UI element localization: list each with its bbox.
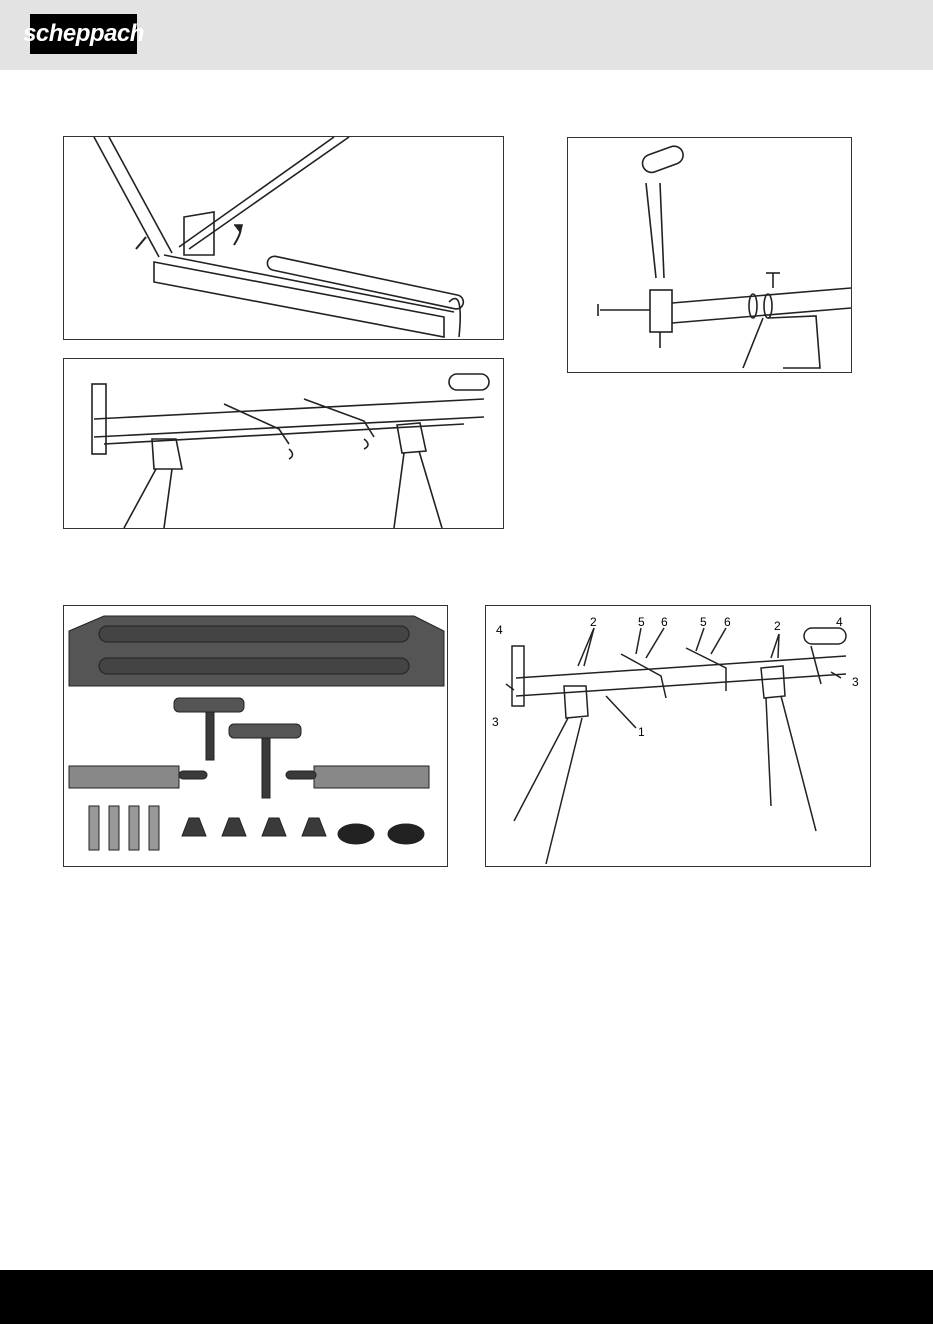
figure-fold-legs (63, 136, 504, 340)
brand-logo: scheppach (30, 14, 137, 54)
callout-6-right: 6 (724, 615, 731, 629)
figure-roller-support (567, 137, 852, 373)
figure-parts-photo (63, 605, 448, 867)
callout-2-right: 2 (774, 619, 781, 633)
callout-3-right: 3 (852, 675, 859, 689)
page-footer (0, 1270, 933, 1324)
figure-labeled-stand: 4 2 5 6 5 6 2 4 3 3 1 (485, 605, 871, 867)
callout-5-right: 5 (700, 615, 707, 629)
callout-1: 1 (638, 725, 645, 739)
callout-6-left: 6 (661, 615, 668, 629)
callout-2-left: 2 (590, 615, 597, 629)
figure-assembled-stand (63, 358, 504, 529)
callout-4-left: 4 (496, 623, 503, 637)
callout-3-left: 3 (492, 715, 499, 729)
page-header: scheppach (0, 0, 933, 70)
callout-4-right: 4 (836, 615, 843, 629)
callout-5-left: 5 (638, 615, 645, 629)
